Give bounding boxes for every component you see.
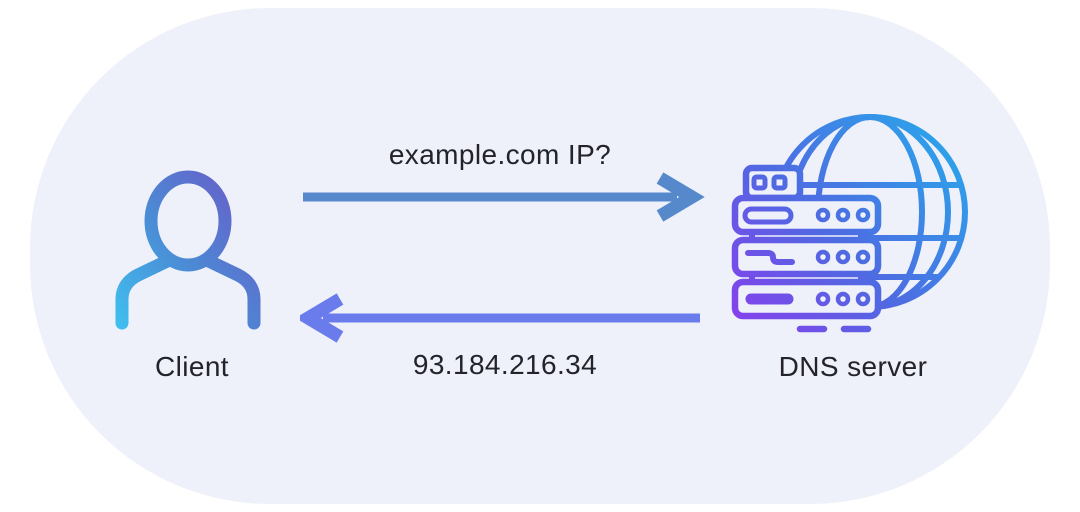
request-text: example.com IP?	[388, 139, 612, 170]
person-head	[144, 170, 232, 272]
response-arrow-icon	[300, 293, 700, 343]
dns-server-label: DNS server	[778, 351, 928, 382]
person-icon	[115, 170, 261, 330]
request-arrow-icon	[303, 172, 705, 222]
response-text: 93.184.216.34	[412, 349, 598, 380]
server-rack	[731, 164, 882, 333]
server-globe-icon	[731, 114, 968, 333]
client-label: Client	[155, 351, 229, 382]
